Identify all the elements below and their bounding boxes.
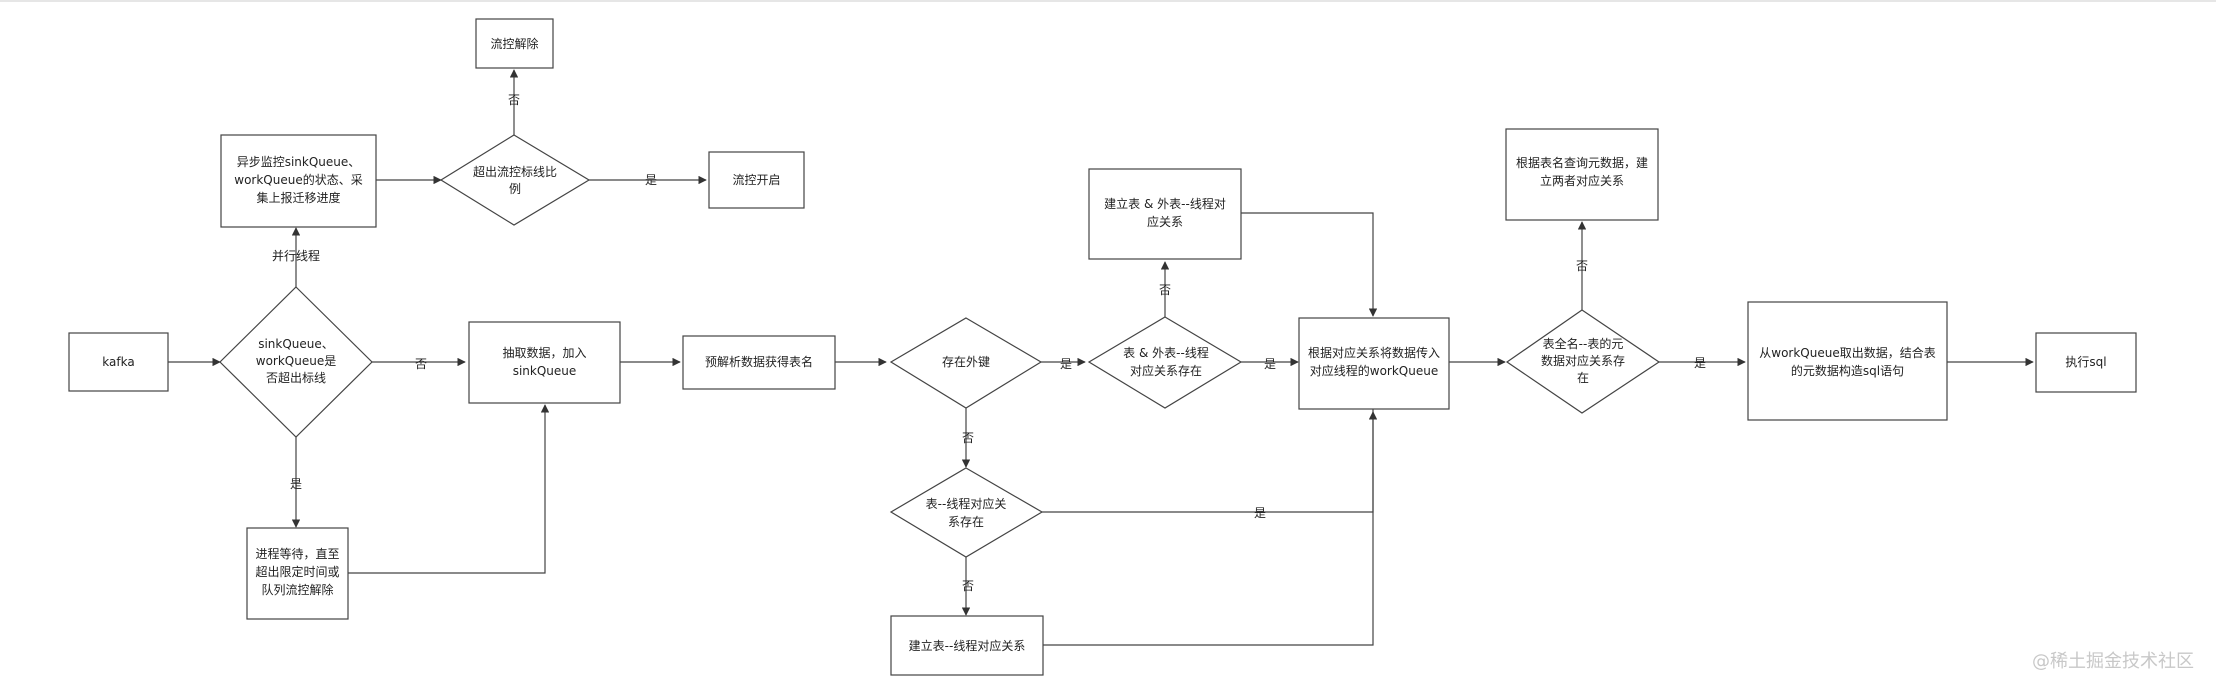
label-yes-table-exists: 是	[1254, 506, 1266, 520]
create-table-fk-line-2: 应关系	[1147, 214, 1183, 229]
edge-wait-to-extract	[348, 404, 550, 574]
table-fk-exists-line-2: 对应关系存在	[1130, 363, 1202, 378]
build-sql-line-1: 从workQueue取出数据，结合表	[1759, 345, 1935, 360]
edge-labels: 并行线程 否 是 否 是 是 是 否 否 是 否 否 是	[272, 93, 1706, 593]
dispatch-line-1: 根据对应关系将数据传入	[1308, 345, 1440, 360]
wait-process-line-1: 进程等待，直至	[255, 546, 339, 561]
watermark: @稀土掘金技术社区	[2032, 651, 2194, 672]
node-kafka: kafka	[68, 332, 169, 392]
meta-exists-line-1: 表全名--表的元	[1543, 336, 1624, 351]
node-metadata-relation-exists: 表全名--表的元 数据对应关系存 在	[1505, 309, 1661, 414]
monitor-line-2: workQueue的状态、采	[234, 172, 362, 187]
pre-parse-label: 预解析数据获得表名	[705, 354, 813, 369]
label-yes-meta: 是	[1694, 356, 1706, 370]
extract-data-line-1: 抽取数据，加入	[502, 345, 586, 360]
check-threshold-line-3: 否超出标线	[266, 370, 326, 385]
check-threshold-line-1: sinkQueue、	[258, 337, 334, 351]
node-table-fk-relation-exists: 表 & 外表--线程 对应关系存在	[1087, 316, 1243, 409]
node-create-table-fk-relation: 建立表 & 外表--线程对 应关系	[1088, 168, 1242, 260]
build-sql-line-2: 的元数据构造sql语句	[1791, 363, 1904, 378]
exceed-ratio-line-1: 超出流控标线比	[473, 164, 557, 179]
check-threshold-line-2: workQueue是	[256, 354, 336, 368]
meta-exists-line-3: 在	[1577, 371, 1589, 385]
table-relation-exists-line-1: 表--线程对应关	[926, 496, 1007, 511]
dispatch-line-2: 对应线程的workQueue	[1310, 363, 1438, 378]
label-no-fk-create: 否	[1159, 283, 1171, 297]
create-table-fk-line-1: 建立表 & 外表--线程对	[1104, 196, 1226, 211]
monitor-line-3: 集上报迁移进度	[256, 190, 340, 205]
extract-data-line-2: sinkQueue	[513, 364, 577, 378]
wait-process-line-3: 队列流控解除	[261, 582, 333, 597]
label-no-meta-query: 否	[1576, 259, 1588, 273]
node-flow-start: 流控开启	[708, 151, 805, 209]
edge-createfk-to-dispatch	[1241, 212, 1378, 317]
meta-exists-line-2: 数据对应关系存	[1541, 353, 1625, 368]
label-no-table-create: 否	[962, 579, 974, 593]
node-has-foreign-key: 存在外键	[889, 317, 1043, 409]
label-yes-wait: 是	[290, 477, 302, 491]
node-query-metadata: 根据表名查询元数据，建 立两者对应关系	[1505, 128, 1659, 221]
table-fk-exists-line-1: 表 & 外表--线程	[1123, 345, 1209, 360]
wait-process-line-2: 超出限定时间或	[255, 564, 339, 579]
has-foreign-key-label: 存在外键	[942, 355, 990, 369]
node-extract-data: 抽取数据，加入 sinkQueue	[468, 321, 621, 404]
label-yes-start: 是	[645, 173, 657, 187]
query-metadata-line-2: 立两者对应关系	[1540, 173, 1624, 188]
node-create-table-relation: 建立表--线程对应关系	[890, 615, 1044, 676]
create-table-relation-label: 建立表--线程对应关系	[909, 638, 1026, 653]
label-no-release: 否	[508, 93, 520, 107]
edge-create-to-dispatch	[1043, 411, 1378, 646]
node-check-threshold: sinkQueue、 workQueue是 否超出标线	[219, 286, 373, 438]
flow-release-label: 流控解除	[490, 36, 538, 51]
execute-sql-label: 执行sql	[2065, 355, 2106, 369]
label-yes-fk-exists: 是	[1264, 357, 1276, 371]
nodes: kafka sinkQueue、 workQueue是 否超出标线 异步监控si…	[68, 18, 2137, 676]
node-wait-process: 进程等待，直至 超出限定时间或 队列流控解除	[246, 527, 349, 620]
label-yes-fk: 是	[1060, 357, 1072, 371]
monitor-line-1: 异步监控sinkQueue、	[237, 155, 361, 169]
node-monitor: 异步监控sinkQueue、 workQueue的状态、采 集上报迁移进度	[220, 134, 377, 228]
label-no-fk: 否	[962, 431, 974, 445]
label-parallel-thread: 并行线程	[272, 248, 320, 263]
top-divider	[0, 0, 2216, 2]
table-relation-exists-line-2: 系存在	[948, 515, 984, 529]
node-kafka-label: kafka	[102, 355, 134, 369]
node-exceed-ratio: 超出流控标线比 例	[439, 134, 591, 226]
node-flow-release: 流控解除	[475, 18, 554, 69]
node-table-relation-exists: 表--线程对应关 系存在	[889, 467, 1044, 558]
node-build-sql: 从workQueue取出数据，结合表 的元数据构造sql语句	[1747, 301, 1948, 421]
node-dispatch-workqueue: 根据对应关系将数据传入 对应线程的workQueue	[1298, 317, 1450, 410]
label-no-extract: 否	[415, 357, 427, 371]
exceed-ratio-line-2: 例	[509, 182, 521, 196]
node-pre-parse: 预解析数据获得表名	[682, 335, 836, 390]
edges	[168, 69, 2034, 646]
edge-tableexists-to-dispatch	[1042, 409, 1374, 513]
flow-start-label: 流控开启	[732, 173, 780, 187]
node-execute-sql: 执行sql	[2035, 332, 2137, 393]
query-metadata-line-1: 根据表名查询元数据，建	[1516, 155, 1648, 170]
